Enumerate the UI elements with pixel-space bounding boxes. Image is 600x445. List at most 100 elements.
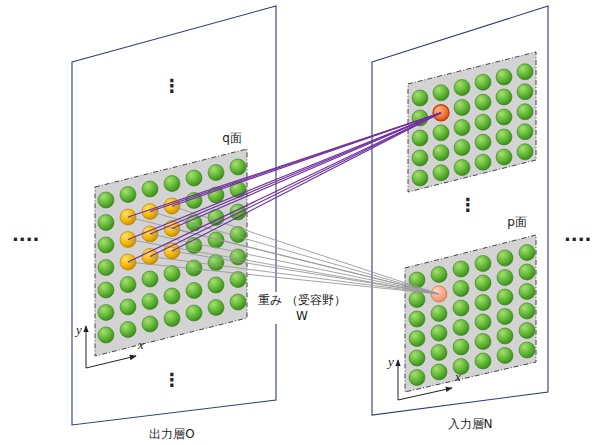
feature-map-q: q面 [94,126,250,358]
neuron [230,159,246,175]
highlighted-neuron [120,209,136,225]
neuron [186,283,202,299]
neuron [120,187,136,203]
neuron [453,300,469,316]
weight-lines-purple [128,113,441,262]
ellipsis-dots: ···· [564,230,591,250]
highlighted-neuron [164,198,180,214]
weight-line [128,217,439,294]
weight-line [172,113,441,206]
highlighted-neuron [164,243,180,259]
highlighted-neuron [431,286,447,302]
weight-lines-gray [128,206,439,294]
neuron [412,170,428,186]
neuron [433,165,449,181]
neuron [186,260,202,276]
neuron [454,100,470,116]
axis-arrow [398,388,452,400]
neuron [98,282,114,298]
neuron [230,294,246,310]
neuron [453,261,469,277]
feature-map-patch [408,52,536,192]
layer-label: q面 [222,131,242,145]
neuron [475,134,491,150]
neuron [519,303,535,319]
neuron [497,348,513,364]
neuron [208,232,224,248]
neuron [98,215,114,231]
neuron [519,323,535,339]
highlighted-neuron [142,226,158,242]
neuron [454,120,470,136]
neuron [120,299,136,315]
highlighted-neuron [120,254,136,270]
ellipsis-dots: ⋮ [459,195,477,215]
neuron [208,187,224,203]
highlighted-neuron [142,204,158,220]
neuron [475,314,491,330]
neuron [496,149,512,165]
label-holder: y [76,323,82,337]
layer-label: p面 [507,215,527,229]
weight-label: 重み （受容野）W [256,292,348,324]
neuron [496,69,512,85]
label-holder: ⋮ [163,76,181,96]
weight-line [150,113,441,257]
neuron [431,364,447,380]
axis-label: x [455,370,461,384]
weight-line [172,206,439,294]
weight-line [172,113,441,229]
label-holder: ···· [12,230,39,250]
axis-label: y [388,355,394,369]
neuron [517,104,533,120]
neuron [164,266,180,282]
neuron [497,328,513,344]
weight-line [150,212,439,295]
neuron [120,277,136,293]
neuron [519,245,535,261]
weight-line [150,113,441,212]
label-holder: ⋮ [459,195,477,215]
layer-label: 入力層N [448,417,493,431]
weight-line [128,262,439,294]
axis-label: y [76,323,82,337]
neuron [475,154,491,170]
highlighted-neuron [164,221,180,237]
neuron [98,192,114,208]
weight-line [128,113,441,262]
neuron [120,322,136,338]
feature-map-p-outline [404,210,538,394]
weight-line [172,229,439,295]
neuron [409,272,425,288]
neuron [98,305,114,321]
neuron [496,129,512,145]
axis-arrow [86,326,87,368]
neuron [186,193,202,209]
neuron [517,64,533,80]
neuron [230,227,246,243]
neuron [208,165,224,181]
neuron [409,331,425,347]
neuron [142,181,158,197]
weight-line [150,234,439,294]
feature-map-patch [405,235,536,392]
neuron [453,281,469,297]
neuron [98,327,114,343]
label-holder: ···· [564,230,591,250]
neuron [519,264,535,280]
neuron [497,309,513,325]
neuron [519,342,535,358]
neuron [433,145,449,161]
neuron [475,114,491,130]
neuron [164,288,180,304]
neuron [412,130,428,146]
neuron [517,124,533,140]
neuron [230,182,246,198]
weight-line [172,251,439,294]
label-holder: y [388,355,394,369]
neuron [409,370,425,386]
neuron [475,74,491,90]
layer-plane [372,6,548,415]
feature-map-patch [95,149,247,356]
